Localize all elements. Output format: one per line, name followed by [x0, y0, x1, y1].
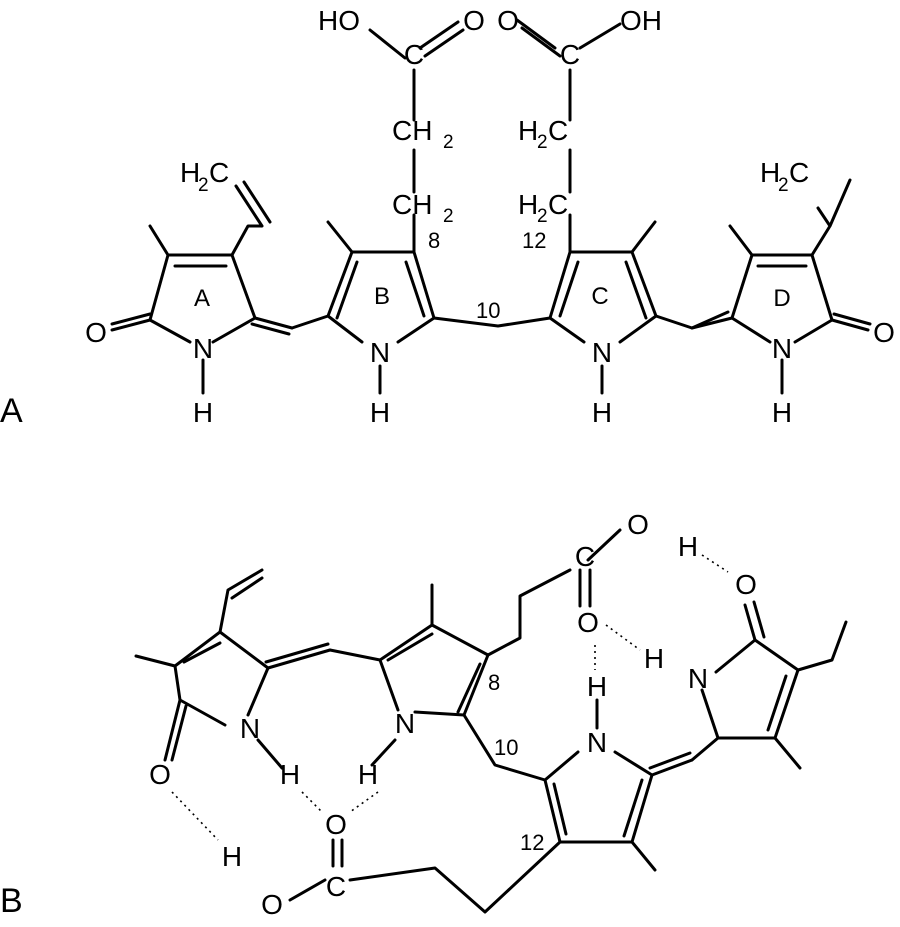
ring-b-right [690, 600, 848, 770]
atom-n-b: N [370, 337, 390, 368]
ring-b-left [134, 568, 332, 770]
atom-h-middle: H [358, 759, 378, 790]
carbonyl-c-c: C [560, 39, 580, 70]
ch2-b-upper-sub: 2 [443, 132, 454, 153]
atom-o-lower-carbonyl: O [325, 809, 347, 840]
ring-b-lower [348, 698, 694, 914]
ring-b [290, 68, 436, 395]
ch2-b-lower: CH [392, 189, 432, 220]
atom-h-upper-acid: H [678, 531, 698, 562]
atom-n-a: N [193, 333, 213, 364]
panel-label-b: B [0, 882, 23, 920]
hydroxyl-b: HO [318, 5, 360, 36]
vinyl-d-h: H [760, 157, 780, 188]
ring-c [548, 68, 694, 395]
carboxyl-c [515, 18, 622, 58]
atom-h-d: H [772, 397, 792, 428]
atom-o-right-lactam: O [735, 569, 757, 600]
ring-label-a: A [194, 285, 210, 312]
panel-a-structure [110, 18, 872, 395]
atom-o-lower-acid: O [261, 889, 283, 920]
position-10-b: 10 [494, 735, 518, 760]
atom-o-left-lactam: O [149, 759, 171, 790]
ring-a [110, 180, 294, 395]
position-8-a: 8 [428, 228, 440, 253]
atom-h-c: H [592, 397, 612, 428]
atom-o-d: O [873, 317, 895, 348]
h2c-c-lower-h: H [518, 189, 538, 220]
atom-n-left: N [240, 713, 260, 744]
h2c-c-upper-h: H [518, 115, 538, 146]
h2c-c-lower-c: C [548, 189, 568, 220]
c10-bridge [432, 316, 552, 328]
position-12-b: 12 [520, 830, 544, 855]
atom-h-right: H [644, 643, 664, 674]
ring-d [690, 178, 872, 395]
atom-h-b: H [370, 397, 390, 428]
atom-o-upper-carbonyl: O [577, 607, 599, 638]
atom-h-a: H [193, 397, 213, 428]
h2c-c-lower-sub: 2 [537, 206, 548, 227]
carbonyl-c-b: C [404, 39, 424, 70]
panel-b-structure [134, 528, 848, 914]
hydrogen-bonds [171, 554, 729, 841]
atom-h-lower-acid: H [222, 841, 242, 872]
vinyl-d-c: C [789, 157, 809, 188]
h2c-c-upper-sub: 2 [537, 132, 548, 153]
panel-label-a: A [0, 392, 23, 430]
lower-carboxyl [288, 838, 344, 902]
ring-label-b: B [374, 283, 390, 310]
atom-n-lower-pyrrole: N [587, 727, 607, 758]
atom-n-right: N [688, 663, 708, 694]
atom-h-left: H [280, 759, 300, 790]
panel-b-labels: N H O H O C O N H C O H O O H N H N 8 10… [0, 509, 757, 920]
vinyl-d-sub: 2 [778, 175, 789, 196]
vinyl-a-c: C [209, 157, 229, 188]
atom-o-a: O [85, 317, 107, 348]
vinyl-a-h: H [180, 157, 200, 188]
position-12-a: 12 [522, 228, 546, 253]
atom-n-c: N [592, 337, 612, 368]
atom-h-lower-pyrrole: H [587, 671, 607, 702]
position-10-a: 10 [476, 298, 500, 323]
panel-a-labels: O N H H 2 C N H CH 2 CH 2 C HO O N H H 2… [0, 5, 895, 430]
atom-o-upper-acid: O [627, 509, 649, 540]
vinyl-a-sub: 2 [198, 175, 209, 196]
h2c-c-upper-c: C [548, 115, 568, 146]
atom-n-middle: N [395, 708, 415, 739]
carbonyl-o-c: O [497, 5, 519, 36]
ring-label-d: D [773, 285, 790, 312]
ch2-b-upper: CH [392, 115, 432, 146]
atom-c-lower-acid: C [326, 871, 346, 902]
ring-label-c: C [591, 283, 608, 310]
atom-n-d: N [772, 333, 792, 364]
ring-b-middle [328, 568, 572, 782]
position-8-b: 8 [488, 670, 500, 695]
carbonyl-o-b: O [463, 5, 485, 36]
hydroxyl-c: OH [620, 5, 662, 36]
atom-c-upper-acid: C [575, 541, 595, 572]
ch2-b-lower-sub: 2 [443, 206, 454, 227]
carboxyl-b [368, 20, 465, 60]
upper-carboxyl [578, 528, 622, 608]
